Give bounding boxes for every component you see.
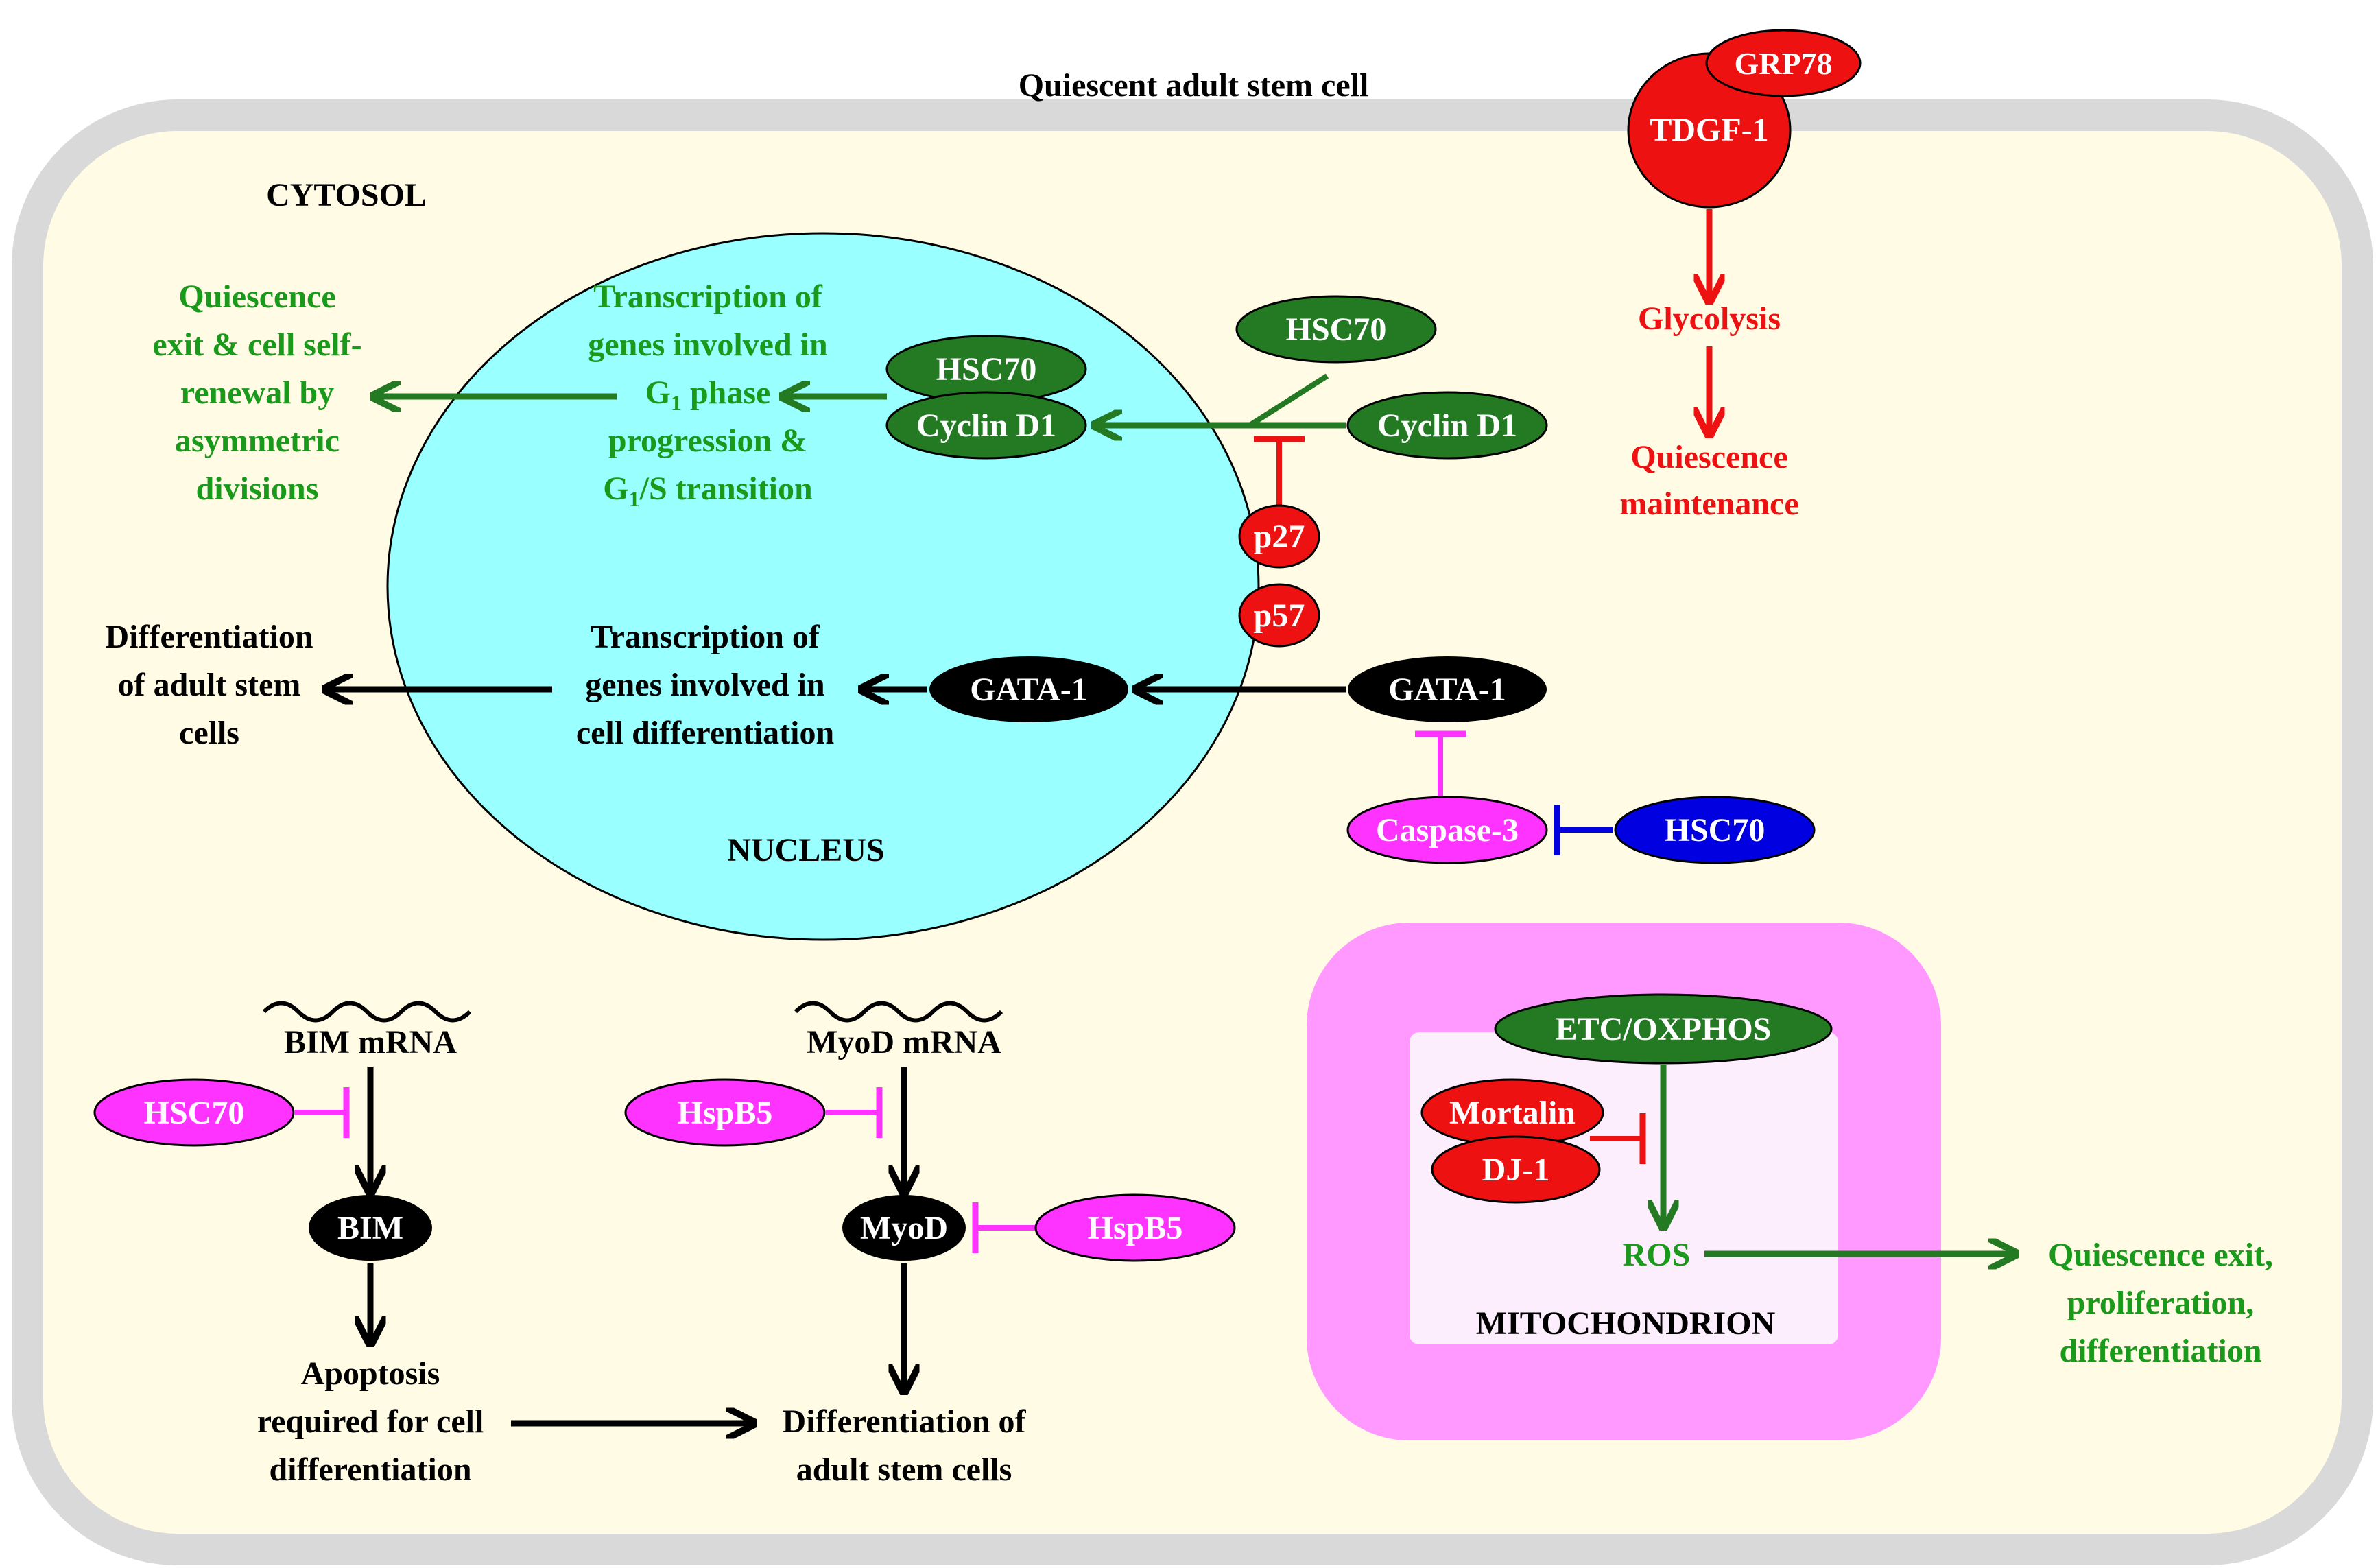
renewal-outcome-line5: divisions — [196, 471, 319, 507]
renewal-outcome-line2: exit & cell self- — [152, 326, 361, 363]
g1-letter: G — [645, 375, 671, 411]
gata1-nucleus-label: GATA-1 — [970, 672, 1088, 708]
hspb5-left-node — [624, 1078, 826, 1147]
diagram-title: Quiescent adult stem cell — [1019, 67, 1369, 104]
g1-transcription-line4: progression & — [608, 423, 807, 459]
myod-label: MyoD — [860, 1210, 948, 1246]
renewal-outcome-line4: asymmetric — [175, 423, 340, 459]
ros-label: ROS — [1623, 1237, 1691, 1273]
etc-oxphos-label: ETC/OXPHOS — [1556, 1011, 1772, 1047]
diff-transcription-text: Transcription of genes involved in cell … — [576, 619, 834, 751]
hspb5-right-label: HspB5 — [1088, 1210, 1183, 1246]
bim-mrna-label: BIM mRNA — [284, 1024, 457, 1060]
apoptosis-outcome-line2: required for cell — [257, 1403, 484, 1440]
bim-label: BIM — [337, 1210, 403, 1246]
renewal-outcome-line3: renewal by — [180, 375, 334, 411]
maintenance-label-line1: Quiescence — [1630, 439, 1787, 475]
hspb5-left-label: HspB5 — [678, 1095, 773, 1131]
diff-transcription-line2: genes involved in — [585, 667, 824, 703]
differentiation-outcome-line1: Differentiation — [105, 619, 313, 655]
g1s-subscript: 1 — [629, 486, 640, 511]
hsc70-free-label: HSC70 — [1286, 311, 1387, 348]
hspb5-right-node — [1034, 1193, 1236, 1262]
renewal-outcome-text: Quiescence exit & cell self- renewal by … — [152, 278, 361, 507]
g1-transcription-line5: G1/S transition — [603, 471, 812, 511]
cyclin-free-label: Cyclin D1 — [1377, 407, 1517, 444]
g1-phase-text: phase — [682, 375, 770, 411]
renewal-outcome-line1: Quiescence — [178, 278, 335, 315]
ros-outcome-line1: Quiescence exit, — [2048, 1237, 2273, 1273]
caspase3-label: Caspase-3 — [1376, 812, 1519, 848]
ros-outcome-line3: differentiation — [2059, 1333, 2261, 1369]
differentiation-outcome-text: Differentiation of adult stem cells — [105, 619, 313, 751]
hsc70-blue-label: HSC70 — [1665, 812, 1765, 848]
p27-label: p27 — [1254, 519, 1305, 555]
apoptosis-outcome-line1: Apoptosis — [301, 1355, 440, 1392]
myod-mrna-strand — [794, 1001, 1003, 1023]
tdgf1-label: TDGF-1 — [1650, 112, 1768, 148]
g1-transcription-line1: Transcription of — [593, 278, 823, 315]
cytosol-label: CYTOSOL — [266, 177, 427, 213]
p57-node — [1238, 583, 1320, 648]
myod-outcome-text: Differentiation of adult stem cells — [782, 1403, 1026, 1488]
hsc70-bim-node — [93, 1078, 295, 1147]
gata1-cytosol-label: GATA-1 — [1388, 672, 1506, 708]
g1-transcription-line3: G1 phase — [645, 375, 771, 415]
myod-node — [842, 1195, 966, 1261]
mitochondrion-label: MITOCHONDRION — [1476, 1305, 1776, 1342]
myod-outcome-line1: Differentiation of — [782, 1403, 1026, 1440]
etc-oxphos-node — [1494, 993, 1833, 1065]
cyclin-complex-label: Cyclin D1 — [916, 407, 1056, 444]
caspase3-node — [1346, 796, 1548, 864]
g1-transcription-text: Transcription of genes involved in G1 ph… — [588, 278, 827, 511]
dj1-node — [1431, 1135, 1601, 1204]
p27-node — [1238, 504, 1320, 569]
ros-outcome-line2: proliferation, — [2067, 1285, 2254, 1321]
g1s-letter: G — [603, 471, 628, 507]
diff-transcription-line3: cell differentiation — [576, 715, 834, 751]
hsc70-complex-label: HSC70 — [936, 351, 1037, 388]
dj1-label: DJ-1 — [1482, 1152, 1550, 1188]
cyclin-free-node — [1346, 391, 1548, 460]
grp78-node — [1705, 29, 1862, 97]
apoptosis-outcome-line3: differentiation — [269, 1451, 471, 1488]
diff-transcription-line1: Transcription of — [591, 619, 820, 655]
gata1-cytosol-node — [1348, 656, 1547, 722]
p57-label: p57 — [1254, 597, 1305, 634]
differentiation-outcome-line2: of adult stem — [118, 667, 301, 703]
cell-membrane — [12, 99, 2373, 1565]
g1s-transition-text: /S transition — [639, 471, 813, 507]
bim-node — [309, 1195, 432, 1261]
maintenance-label-line2: maintenance — [1619, 486, 1798, 522]
cyclin-complex-node — [885, 391, 1087, 460]
hsc70-binding-line — [1248, 373, 1329, 428]
nucleus-label: NUCLEUS — [727, 832, 884, 868]
mortalin-label: Mortalin — [1449, 1095, 1576, 1131]
gata1-nucleus-node — [929, 656, 1128, 722]
ros-outcome-text: Quiescence exit, proliferation, differen… — [2048, 1237, 2273, 1369]
myod-mrna-label: MyoD mRNA — [807, 1024, 1001, 1060]
g1-subscript: 1 — [671, 390, 682, 415]
myod-outcome-line2: adult stem cells — [796, 1451, 1012, 1488]
bim-mrna-strand — [262, 1001, 472, 1023]
hsc70-bim-label: HSC70 — [144, 1095, 245, 1131]
glycolysis-label: Glycolysis — [1638, 300, 1781, 337]
hsc70-free-node — [1235, 295, 1437, 364]
g1-transcription-line2: genes involved in — [588, 326, 827, 363]
hsc70-blue-node — [1614, 796, 1816, 864]
apoptosis-outcome-text: Apoptosis required for cell differentiat… — [257, 1355, 484, 1488]
grp78-label: GRP78 — [1734, 46, 1832, 81]
differentiation-outcome-line3: cells — [179, 715, 239, 751]
